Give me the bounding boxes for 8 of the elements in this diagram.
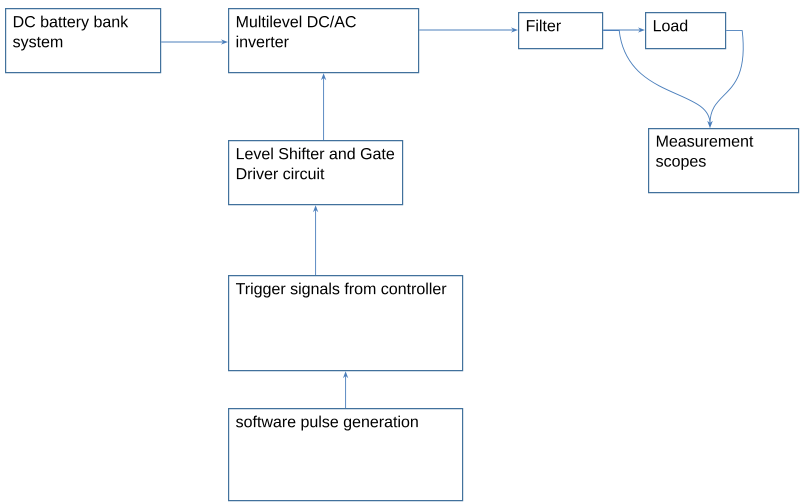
process-box: Measurement scopes xyxy=(648,128,800,194)
process-box: DC battery bank system xyxy=(5,8,162,74)
process-box: Level Shifter and Gate Driver circuit xyxy=(228,140,404,206)
process-box: Load xyxy=(645,12,726,50)
process-box: Trigger signals from controller xyxy=(228,275,464,372)
process-box: Multilevel DC/AC inverter xyxy=(228,8,420,74)
process-box: Filter xyxy=(518,12,604,50)
process-box: software pulse generation xyxy=(228,408,464,502)
